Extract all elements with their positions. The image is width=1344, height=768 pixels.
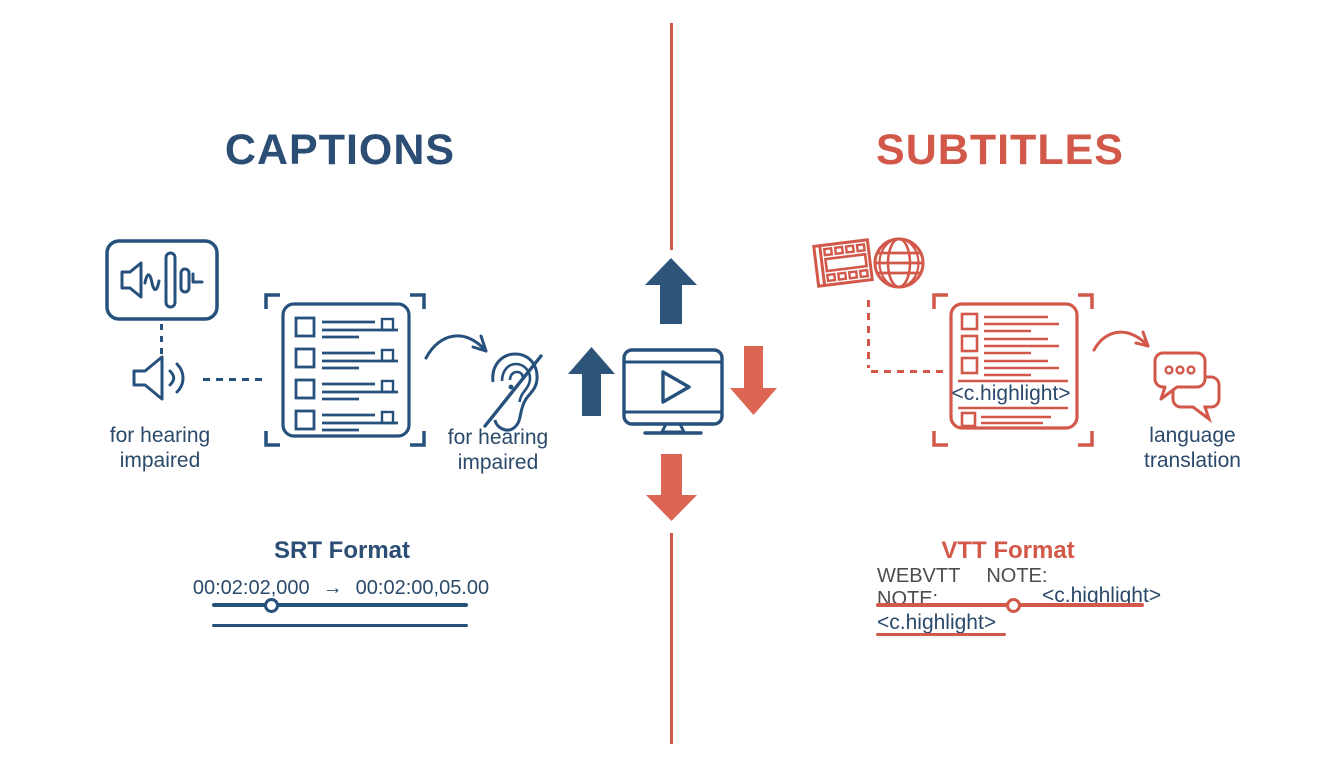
- hearing-impaired-label-left: for hearing impaired: [109, 424, 211, 472]
- language-translation-label: language translation: [1144, 424, 1241, 472]
- webvtt-keyword: WEBVTT: [877, 565, 961, 587]
- down-arrow-icon: [646, 454, 697, 521]
- right-arrow-glyph: →: [322, 577, 343, 599]
- monitor-play-icon: [621, 344, 725, 438]
- film-connector-dashed-line-horizontal: [871, 370, 943, 373]
- curved-arrow-icon: [424, 328, 496, 364]
- note-keyword: NOTE:: [986, 565, 1048, 587]
- vtt-highlight-tag-right: <c.highlight>: [1042, 584, 1162, 607]
- subtitles-title: SUBTITLES: [876, 126, 1124, 174]
- audio-connector-dashed-line: [160, 324, 163, 356]
- vtt-format-title: VTT Format: [941, 537, 1075, 564]
- srt-timeline-track-2: [212, 624, 468, 627]
- captions-title: CAPTIONS: [224, 126, 456, 174]
- curved-arrow-icon: [1092, 326, 1158, 360]
- up-arrow-icon: [645, 258, 697, 324]
- vtt-highlight-tag-bottom: <c.highlight>: [877, 611, 997, 634]
- divider-line-top: [670, 23, 673, 250]
- deaf-ear-icon: [477, 346, 549, 434]
- note-keyword-2: NOTE:: [877, 588, 939, 610]
- chat-bubbles-icon: [1145, 347, 1225, 425]
- speaker-connector-dashed-line: [203, 378, 267, 381]
- srt-time-start: 00:02:02,000: [192, 577, 310, 599]
- captions-list-icon: [263, 291, 427, 449]
- srt-timeline-marker: [264, 598, 279, 613]
- srt-timeline-track: [212, 603, 468, 607]
- srt-time-end: 00:02:00,05.00: [355, 577, 490, 599]
- vtt-header-line: WEBVTT NOTE:: [877, 565, 1047, 588]
- hearing-impaired-label-right: for hearing impaired: [447, 426, 549, 474]
- globe-icon: [871, 235, 927, 291]
- film-connector-dashed-line: [867, 300, 870, 368]
- speaker-icon: [131, 352, 197, 404]
- up-arrow-icon: [568, 347, 615, 416]
- subtitles-list-icon: [931, 291, 1095, 449]
- audio-waveform-icon: [104, 238, 220, 322]
- srt-timestamps: 00:02:02,000 → 00:02:00,05.00: [193, 577, 489, 600]
- vtt-timeline-marker: [1006, 598, 1021, 613]
- srt-format-title: SRT Format: [273, 537, 410, 564]
- down-arrow-icon: [730, 346, 777, 415]
- divider-line-bottom: [670, 533, 673, 744]
- vtt-underline: [876, 633, 1006, 636]
- subtitle-doc-highlight-tag: <c.highlight>: [951, 382, 1071, 405]
- film-strip-icon: [811, 234, 875, 292]
